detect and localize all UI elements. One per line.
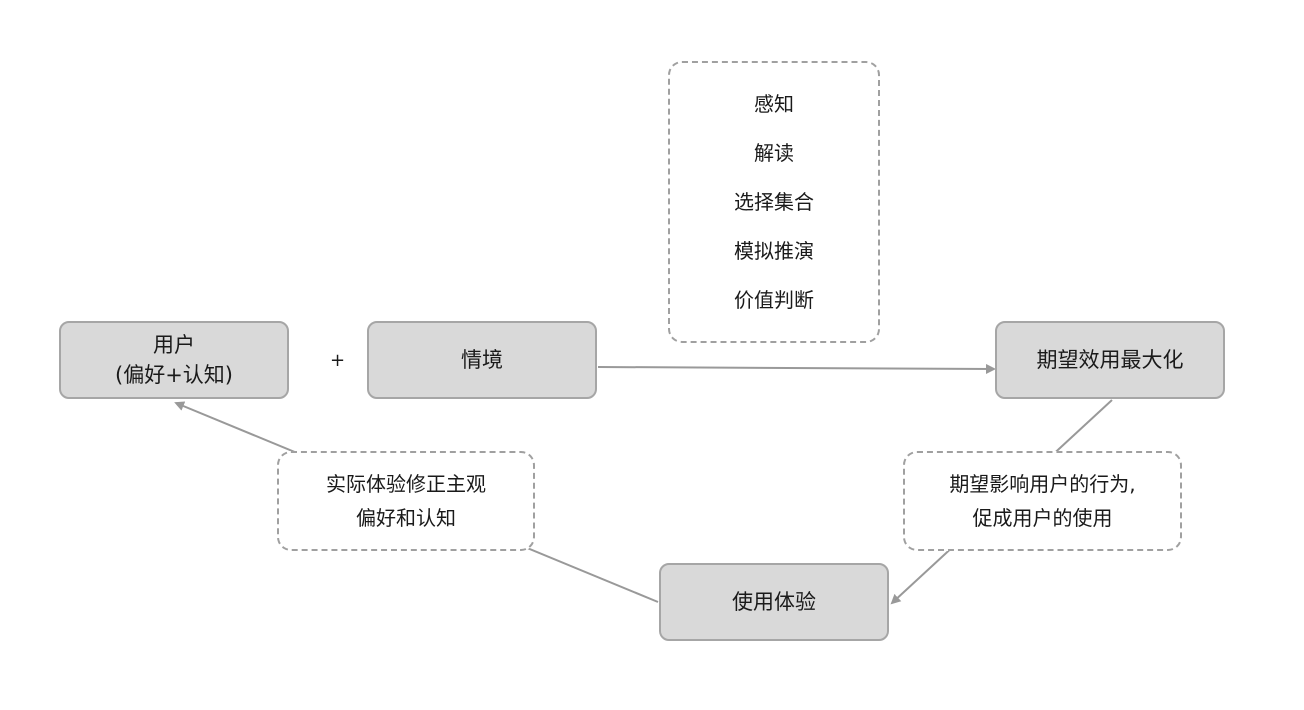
- user-detail-label: (偏好+认知): [115, 363, 233, 387]
- decision-process-note: 感知 解读 选择集合 模拟推演 价值判断: [668, 61, 880, 343]
- process-step: 解读: [754, 140, 794, 165]
- context-label: 情境: [461, 348, 503, 372]
- user-label: 用户: [153, 333, 195, 357]
- expectation-line: 期望影响用户的行为,: [949, 472, 1136, 496]
- plus-sign: +: [330, 350, 346, 371]
- correction-line: 偏好和认知: [356, 506, 456, 530]
- process-step: 价值判断: [734, 288, 814, 313]
- correction-note: 实际体验修正主观 偏好和认知: [277, 451, 535, 551]
- context-node: 情境: [367, 321, 597, 399]
- process-step: 模拟推演: [734, 239, 814, 264]
- process-step: 感知: [754, 91, 794, 116]
- usage-experience-label: 使用体验: [732, 590, 816, 614]
- utility-maximization-label: 期望效用最大化: [1036, 348, 1184, 372]
- user-node: 用户 (偏好+认知): [59, 321, 289, 399]
- process-step: 选择集合: [734, 189, 814, 214]
- arrow-context-to-maximize: [597, 363, 996, 374]
- usage-experience-node: 使用体验: [659, 563, 889, 641]
- expectation-note: 期望影响用户的行为, 促成用户的使用: [903, 451, 1182, 551]
- expectation-line: 促成用户的使用: [972, 506, 1113, 530]
- utility-maximization-node: 期望效用最大化: [995, 321, 1225, 399]
- correction-line: 实际体验修正主观: [326, 472, 486, 496]
